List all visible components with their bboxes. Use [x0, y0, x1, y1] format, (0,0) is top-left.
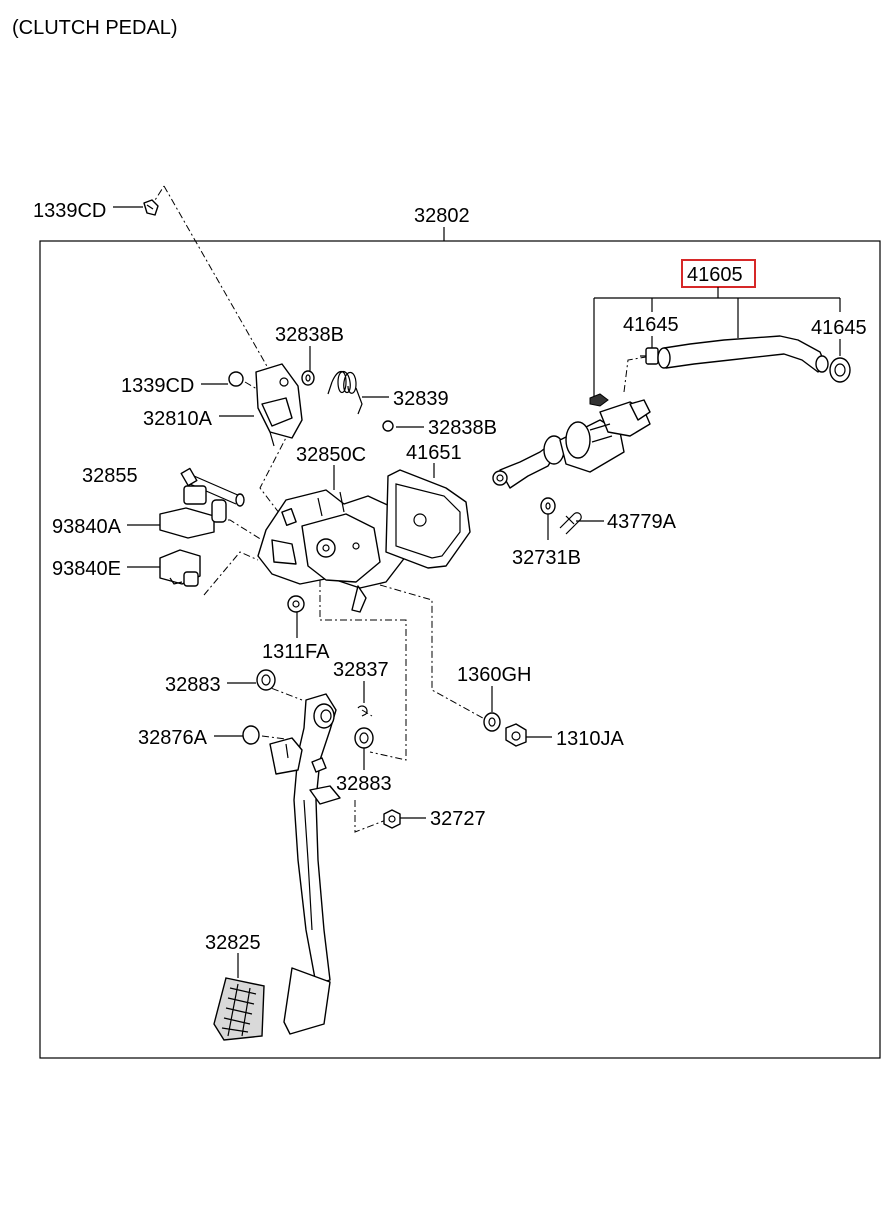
part-label-32883-top[interactable]: 32883: [165, 674, 221, 696]
part-label-32825[interactable]: 32825: [205, 932, 261, 954]
part-label-32810A[interactable]: 32810A: [143, 408, 213, 430]
part-label-41645-left[interactable]: 41645: [623, 314, 679, 336]
clip-32837[interactable]: [357, 705, 368, 717]
part-label-1339CD-mid[interactable]: 1339CD: [121, 375, 194, 397]
assembly-guide-lines: [149, 185, 653, 833]
clip-1339CD-mid[interactable]: [228, 371, 244, 387]
nut-32727[interactable]: [383, 809, 401, 829]
part-label-32838B-mid[interactable]: 32838B: [428, 417, 497, 439]
part-label-32837[interactable]: 32837: [333, 659, 389, 681]
clip-1339CD-top[interactable]: [143, 199, 159, 216]
gasket-41651[interactable]: [385, 469, 471, 569]
master-cylinder[interactable]: [492, 393, 651, 489]
assembly-frame: [39, 240, 881, 1059]
part-label-41605[interactable]: 41605: [687, 264, 743, 286]
washer-32731B[interactable]: [540, 497, 556, 515]
hose-41605[interactable]: [657, 335, 829, 373]
part-label-32838B-top[interactable]: 32838B: [275, 324, 344, 346]
part-label-93840A[interactable]: 93840A: [52, 516, 122, 538]
assembly-label[interactable]: 32802: [414, 205, 470, 227]
stud-32850C[interactable]: [281, 508, 297, 526]
part-label-43779A[interactable]: 43779A: [607, 511, 677, 533]
leader-lines: [113, 206, 841, 978]
part-label-32731B[interactable]: 32731B: [512, 547, 581, 569]
clutch-pedal-arm[interactable]: [269, 693, 341, 985]
switch-93840A[interactable]: [159, 485, 227, 539]
part-label-1339CD-top[interactable]: 1339CD: [33, 200, 106, 222]
part-label-41645-right[interactable]: 41645: [811, 317, 867, 339]
part-label-32876A[interactable]: 32876A: [138, 727, 208, 749]
nut-1310JA[interactable]: [505, 723, 527, 747]
stopper-32876A[interactable]: [242, 725, 260, 745]
part-label-1360GH[interactable]: 1360GH: [457, 664, 532, 686]
bushing-32838B-mid[interactable]: [382, 420, 394, 432]
part-label-32855[interactable]: 32855: [82, 465, 138, 487]
spring-32839[interactable]: [327, 370, 363, 415]
washer-1360GH[interactable]: [483, 712, 501, 732]
bolt-32855[interactable]: [180, 467, 245, 507]
part-label-1310JA[interactable]: 1310JA: [556, 728, 624, 750]
part-label-32839[interactable]: 32839: [393, 388, 449, 410]
part-label-32850C[interactable]: 32850C: [296, 444, 366, 466]
pedal-foot-plate[interactable]: [283, 967, 331, 1035]
part-label-93840E[interactable]: 93840E: [52, 558, 121, 580]
part-label-32883-bot[interactable]: 32883: [336, 773, 392, 795]
part-label-41651[interactable]: 41651: [406, 442, 462, 464]
clamp-41645-right[interactable]: [829, 357, 851, 383]
pedal-bracket-32850C[interactable]: [257, 489, 411, 613]
switch-93840E[interactable]: [159, 549, 201, 587]
bushing-32883-top[interactable]: [256, 669, 276, 691]
part-label-1311FA[interactable]: 1311FA: [262, 641, 330, 663]
bracket-32810A[interactable]: [255, 363, 303, 447]
bushing-32838B-top[interactable]: [301, 370, 315, 386]
pedal-pad-32825[interactable]: [213, 977, 265, 1041]
clip-pin-43779A[interactable]: [559, 512, 582, 535]
bushing-32883-bot[interactable]: [354, 727, 374, 749]
diagram-title: (CLUTCH PEDAL): [12, 17, 178, 39]
part-label-32727[interactable]: 32727: [430, 808, 486, 830]
nut-1311FA[interactable]: [287, 595, 305, 613]
